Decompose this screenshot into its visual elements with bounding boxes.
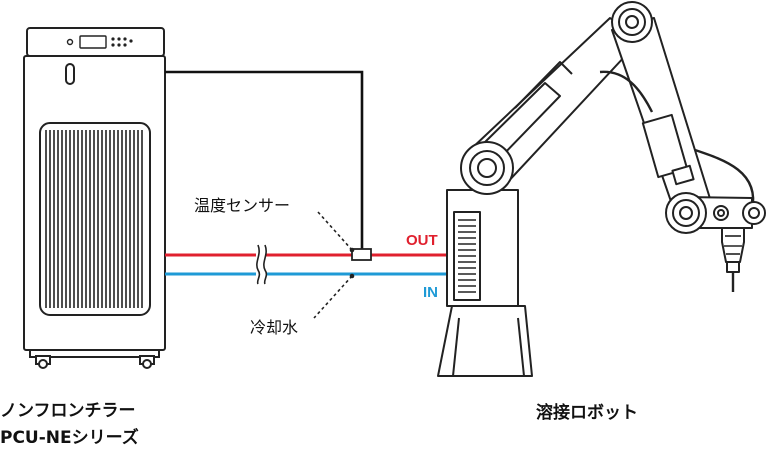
caster-wheel-left [38, 359, 48, 369]
lower-arm-inset [481, 82, 561, 161]
out-label: OUT [406, 232, 438, 249]
sensor-wire [165, 70, 364, 249]
welding-robot [437, 189, 533, 377]
pedestal-line [517, 317, 525, 377]
display-screen [79, 35, 107, 49]
coolant-leader-dot [349, 273, 355, 279]
chiller-base [29, 349, 160, 358]
wrist-joint-hub [679, 206, 693, 220]
elbow-joint-hub [625, 15, 639, 29]
wrist-end-joint-hub [748, 207, 760, 219]
robot-cable [694, 148, 755, 211]
sensor-label: 温度センサー [194, 196, 291, 215]
lower-arm-cover [514, 61, 573, 109]
wrist-small-joint-hub [717, 209, 725, 217]
indicator-icon [66, 38, 74, 46]
coolant-leader [313, 275, 353, 319]
chiller-casters [35, 355, 155, 369]
pipe-break-gap [256, 246, 266, 282]
robot-joints [460, 1, 766, 234]
pedestal-line [452, 317, 460, 377]
coolant-label: 冷却水 [250, 318, 299, 337]
torch-nozzle [726, 261, 740, 273]
robot-arm [469, 17, 753, 273]
upper-arm-tab [671, 164, 695, 186]
chiller-caption-line1: ノンフロンチラー [0, 401, 136, 421]
temperature-sensor [351, 248, 372, 261]
sensor-leader [317, 211, 353, 251]
connector-ribs [458, 219, 476, 293]
sensor-leader-dot [349, 247, 355, 253]
vent-slats [45, 130, 143, 308]
chiller-caption-line2: PCU-NEシリーズ [0, 428, 139, 448]
keypad-icon [111, 37, 133, 47]
pipe-break-icon [256, 244, 268, 285]
in-label: IN [423, 284, 438, 301]
shoulder-joint-hub [477, 158, 497, 178]
robot-cable [599, 70, 654, 113]
welding-torch [721, 227, 745, 263]
chiller-handle [65, 63, 75, 85]
robot-caption: 溶接ロボット [536, 403, 638, 423]
caster-wheel-right [142, 359, 152, 369]
robot-pedestal [437, 305, 533, 377]
control-panel-details [66, 35, 133, 49]
torch-ribs [724, 235, 742, 255]
